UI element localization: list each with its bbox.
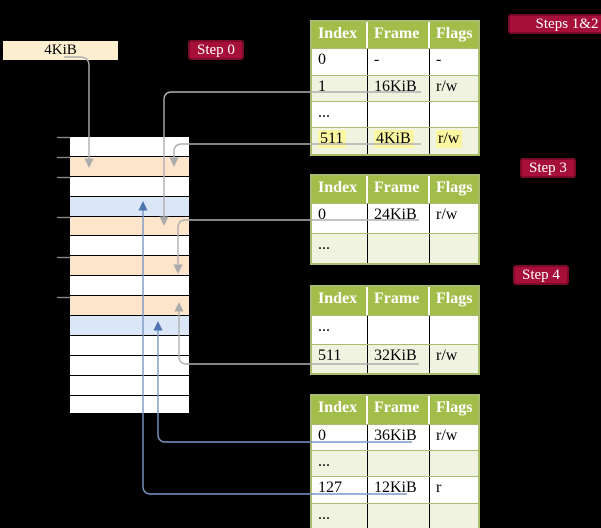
steps-1-2-badge: Steps 1&2 bbox=[508, 14, 601, 34]
column-header-index: Index bbox=[312, 176, 368, 203]
highlighted-value: 4KiB bbox=[374, 130, 414, 148]
table-cell: 12KiB bbox=[368, 477, 430, 503]
table-cell bbox=[430, 451, 478, 476]
memory-frame-row bbox=[70, 356, 189, 376]
memory-frame-row bbox=[70, 296, 189, 316]
table-row: 0-- bbox=[312, 48, 478, 75]
table-cell: 0 bbox=[312, 425, 368, 450]
table-cell: r/w bbox=[436, 206, 458, 223]
column-header-index: Index bbox=[312, 287, 368, 315]
column-header-index: Index bbox=[312, 396, 368, 424]
table-cell: ... bbox=[312, 234, 368, 263]
column-header-flags: Flags bbox=[436, 179, 473, 196]
memory-frame-row bbox=[70, 217, 189, 236]
table-cell: - bbox=[436, 51, 442, 68]
step-4-badge: Step 4 bbox=[513, 265, 569, 285]
table-cell: 16KiB bbox=[368, 76, 430, 101]
memory-frame-row bbox=[70, 316, 189, 336]
memory-frame-row bbox=[70, 336, 189, 356]
table-cell: 24KiB bbox=[368, 204, 430, 233]
table-cell: 36KiB bbox=[368, 425, 430, 450]
highlighted-value: r/w bbox=[436, 130, 463, 148]
memory-frame-row bbox=[70, 177, 189, 197]
memory-frame-row bbox=[70, 396, 189, 414]
memory-frame-row bbox=[70, 236, 189, 256]
column-header-index: Index bbox=[312, 22, 368, 48]
table-cell: ... bbox=[312, 451, 368, 476]
table-cell bbox=[430, 102, 478, 127]
column-header-frame: Frame bbox=[368, 22, 430, 48]
column-header-flags: Flags bbox=[436, 399, 473, 416]
table-cell: 4KiB bbox=[368, 128, 430, 154]
table-row: ... bbox=[312, 101, 478, 127]
table-cell bbox=[430, 504, 478, 528]
table-row: ... bbox=[312, 315, 478, 344]
table-cell: 511 bbox=[312, 345, 368, 373]
table-cell: r/w bbox=[436, 78, 458, 95]
table-cell: ... bbox=[312, 504, 368, 528]
column-header-flags: Flags bbox=[436, 290, 473, 307]
table-cell: 1 bbox=[312, 76, 368, 101]
table-cell: r/w bbox=[430, 128, 478, 154]
table-row: ... bbox=[312, 450, 478, 476]
table-cell: ... bbox=[312, 102, 368, 127]
table-row: 511 4KiB r/w bbox=[312, 127, 478, 154]
memory-frame-row bbox=[70, 256, 189, 276]
memory-frame-row bbox=[70, 137, 189, 157]
table-cell: - bbox=[368, 49, 430, 75]
step-3-badge: Step 3 bbox=[520, 158, 576, 178]
column-header-frame: Frame bbox=[368, 176, 430, 203]
memory-frame-row bbox=[70, 276, 189, 296]
table-cell: 511 bbox=[312, 128, 368, 154]
table-cell bbox=[368, 451, 430, 476]
table-cell: 0 bbox=[312, 49, 368, 75]
table-cell: 32KiB bbox=[368, 345, 430, 373]
step-0-badge: Step 0 bbox=[188, 40, 244, 60]
table-cell: r/w bbox=[436, 347, 458, 364]
table-cell bbox=[368, 102, 430, 127]
physical-memory-column bbox=[70, 137, 189, 414]
table-cell: ... bbox=[312, 316, 368, 344]
table-cell bbox=[368, 316, 430, 344]
memory-frame-row bbox=[70, 157, 189, 177]
table-cell bbox=[368, 234, 430, 263]
memory-frame-row bbox=[70, 376, 189, 396]
table-cell bbox=[368, 504, 430, 528]
table-cell bbox=[430, 316, 478, 344]
column-header-frame: Frame bbox=[368, 396, 430, 424]
table-cell: r/w bbox=[436, 427, 458, 444]
column-header-frame: Frame bbox=[368, 287, 430, 315]
table-cell: 127 bbox=[312, 477, 368, 503]
table-cell: r bbox=[436, 479, 442, 496]
table-row: ... bbox=[312, 233, 478, 263]
table-cell: 0 bbox=[312, 204, 368, 233]
highlighted-value: 511 bbox=[318, 130, 347, 148]
cr3-frame-box: 4KiB bbox=[2, 40, 119, 61]
table-row: ... bbox=[312, 503, 478, 528]
table-cell bbox=[430, 234, 478, 263]
memory-frame-row bbox=[70, 197, 189, 217]
column-header-flags: Flags bbox=[436, 25, 473, 42]
